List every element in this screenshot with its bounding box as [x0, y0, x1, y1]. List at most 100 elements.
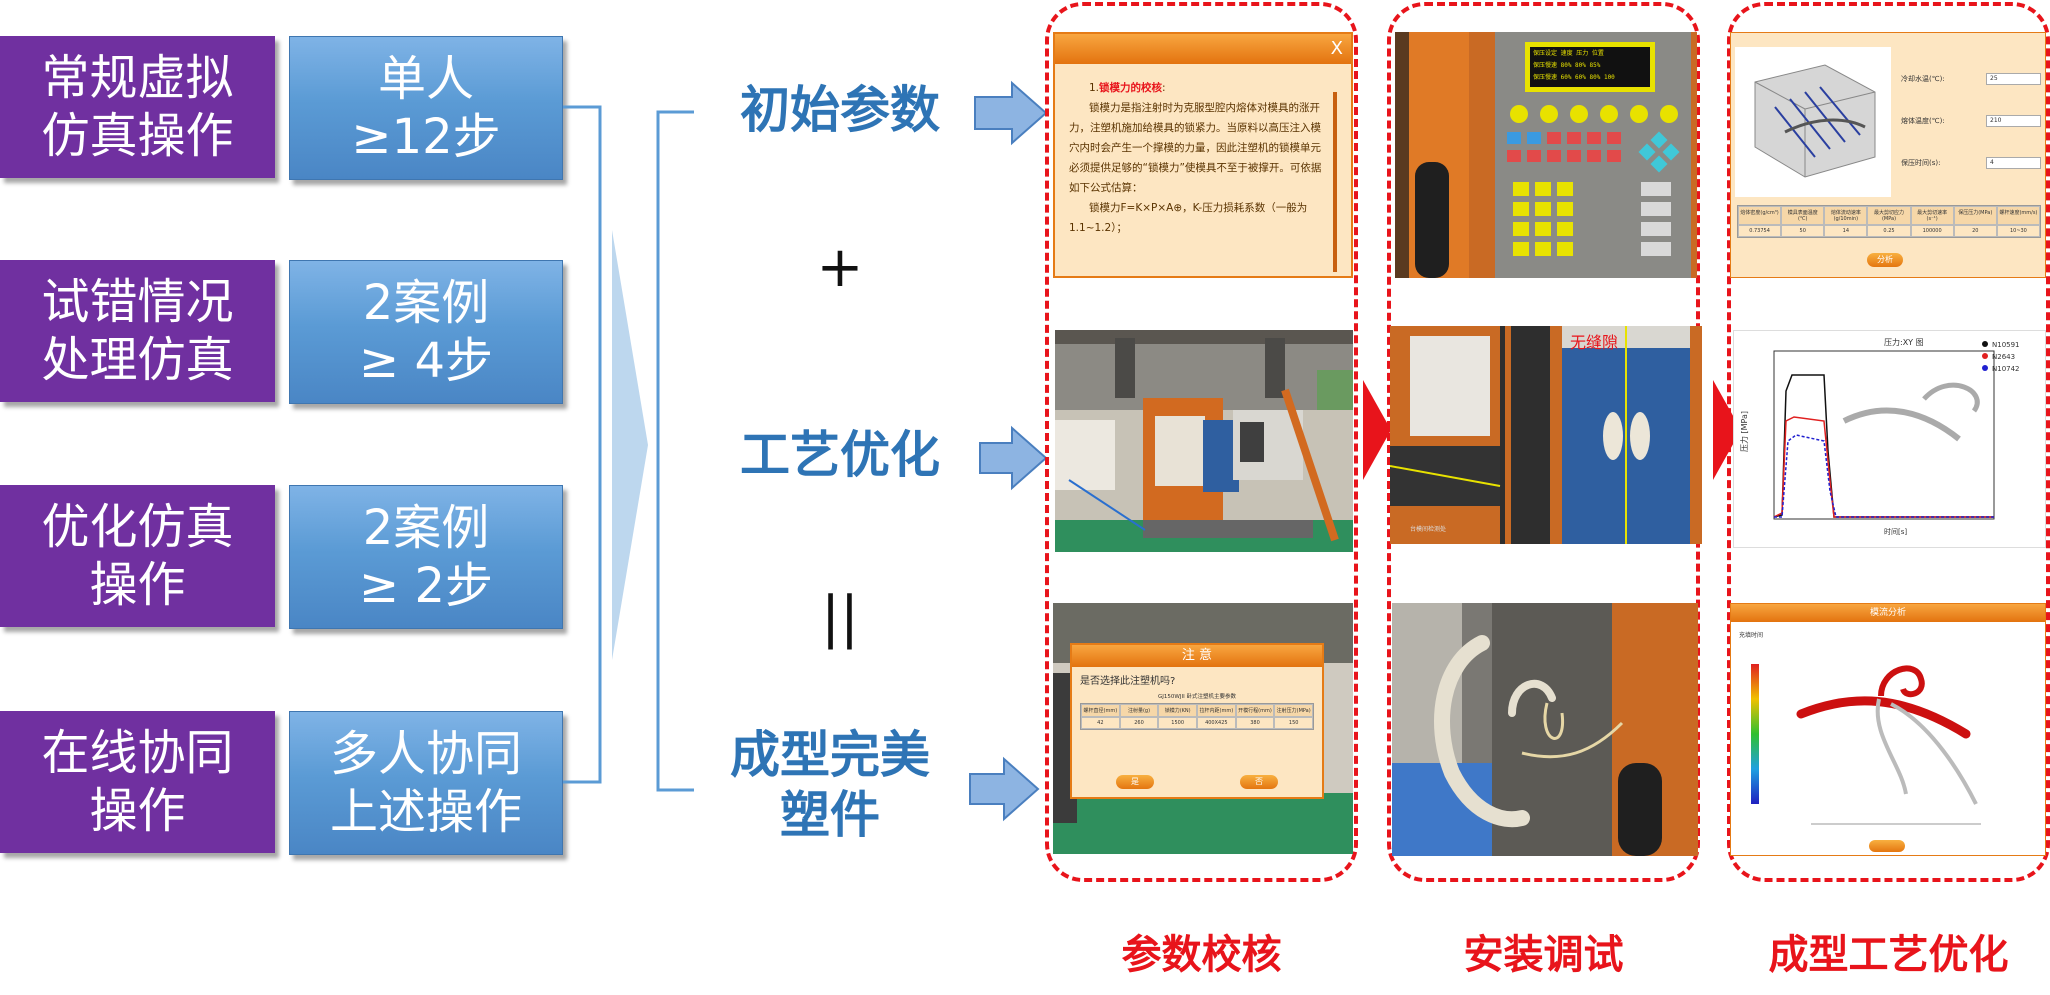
- panel-round-button[interactable]: [1630, 105, 1648, 123]
- gap-label: 无缝隙: [1570, 333, 1619, 352]
- step-process-opt: 工艺优化: [740, 426, 940, 484]
- perfect-line-1: 成型完美: [730, 726, 930, 784]
- body-text: 锁模力是指注射时为克服型腔内熔体对模具的涨开力，注塑机施加给模具的锁紧力。当原料…: [1069, 102, 1322, 194]
- select-dialog-title: 注 意: [1072, 645, 1322, 667]
- table-cell: 150: [1274, 717, 1313, 729]
- param-field-input[interactable]: 210: [1986, 115, 2041, 127]
- legend-label: N10742: [1992, 365, 2020, 373]
- panel-key[interactable]: [1587, 132, 1601, 144]
- panel-num-key[interactable]: [1557, 182, 1573, 196]
- legend-marker: [1982, 353, 1988, 359]
- panel-num-key[interactable]: [1513, 242, 1529, 256]
- scrollbar[interactable]: [1333, 92, 1337, 272]
- param-field-row: 冷却水温(℃):25: [1901, 73, 2041, 85]
- panel-num-key[interactable]: [1513, 182, 1529, 196]
- param-field-input[interactable]: 25: [1986, 73, 2041, 85]
- panel-key[interactable]: [1607, 132, 1621, 144]
- heading-num: 1.: [1089, 82, 1100, 94]
- panel-round-button[interactable]: [1600, 105, 1618, 123]
- screen-mold-gap: 无缝隙 台模间检测处: [1390, 326, 1702, 544]
- param-field-label: 保压时间(s):: [1901, 159, 1941, 167]
- left-connectors: [563, 80, 1048, 822]
- panel-side-key[interactable]: [1641, 202, 1671, 216]
- legend-entry: N10742: [1982, 363, 2020, 375]
- panel-side-key[interactable]: [1641, 182, 1671, 196]
- mode-box-4: 在线协同 操作: [0, 711, 275, 853]
- table-cell: 14: [1824, 225, 1868, 237]
- req-3-line-1: 2案例: [362, 500, 490, 556]
- panel-key[interactable]: [1527, 132, 1541, 144]
- req-3-line-2: ≥ 2步: [358, 558, 494, 614]
- panel-round-button[interactable]: [1510, 105, 1528, 123]
- panel-key[interactable]: [1507, 150, 1521, 162]
- requirement-box-1: 单人 ≥12步: [289, 36, 563, 180]
- mold-box-3d: [1735, 47, 1891, 197]
- mold-scene: [1390, 326, 1702, 544]
- right-bracket: [563, 105, 602, 784]
- panel-side-key[interactable]: [1641, 242, 1671, 256]
- arrow-to-perfect: [969, 756, 1040, 822]
- lcd-line-3: 保压慢速 60% 60% 80% 100: [1533, 74, 1615, 81]
- mode-box-1: 常规虚拟 仿真操作: [0, 36, 275, 178]
- panel-round-button[interactable]: [1570, 105, 1588, 123]
- panel-num-key[interactable]: [1513, 222, 1529, 236]
- panel-num-key[interactable]: [1535, 202, 1551, 216]
- panel-key[interactable]: [1587, 150, 1601, 162]
- heading-colon: :: [1162, 82, 1166, 94]
- table-cell: 400X425: [1197, 717, 1236, 729]
- panel-key[interactable]: [1547, 132, 1561, 144]
- req-4-line-2: 上述操作: [329, 784, 522, 840]
- select-no-button[interactable]: 否: [1240, 775, 1278, 789]
- panel-key[interactable]: [1507, 132, 1521, 144]
- select-question: 是否选择此注塑机吗?: [1080, 676, 1176, 687]
- panel-num-key[interactable]: [1535, 182, 1551, 196]
- pressure-plot: [1773, 350, 1995, 520]
- close-icon[interactable]: X: [1330, 38, 1343, 59]
- mode-1-line-1: 常规虚拟: [41, 50, 234, 106]
- panel-key[interactable]: [1607, 150, 1621, 162]
- heading-text: 锁模力的校核: [1099, 82, 1163, 94]
- param-field-input[interactable]: 4: [1986, 157, 2041, 169]
- table-header-cell: 最大剪切应力(MPa): [1867, 206, 1911, 225]
- panel-num-key[interactable]: [1557, 222, 1573, 236]
- table-cell: 0.73754: [1738, 225, 1782, 237]
- formula-text: 锁模力F=K×P×A⊕，K-压力损耗系数（一般为1.1~1.2）；: [1069, 202, 1308, 234]
- table-header-cell: 开模行程(mm): [1235, 704, 1275, 717]
- lcd-line-1: 保压设定 速度 压力 位置: [1533, 50, 1604, 57]
- requirement-box-4: 多人协同 上述操作: [289, 711, 563, 855]
- caption-molding-opt: 成型工艺优化: [1768, 932, 2009, 978]
- table-cell: 100000: [1910, 225, 1954, 237]
- panel-num-key[interactable]: [1535, 242, 1551, 256]
- panel-num-key[interactable]: [1557, 242, 1573, 256]
- analyze-button[interactable]: 分析: [1867, 253, 1903, 267]
- flow-button[interactable]: [1869, 840, 1905, 852]
- table-header-cell: 螺杆速度(mm/s): [1996, 206, 2040, 225]
- table-cell: 50: [1781, 225, 1825, 237]
- select-table: 螺杆直径(mm)注射量(g)锁模力(KN)拉杆内距(mm)开模行程(mm)注射压…: [1080, 703, 1314, 730]
- mode-4-line-1: 在线协同: [41, 725, 234, 781]
- panel-key[interactable]: [1527, 150, 1541, 162]
- dialog-titlebar: X: [1055, 34, 1351, 64]
- equals-sign: ||: [821, 585, 859, 650]
- table-header-cell: 注射量(g): [1119, 704, 1159, 717]
- caption-param-check: 参数校核: [1121, 932, 1282, 978]
- panel-round-button[interactable]: [1540, 105, 1558, 123]
- panel-num-key[interactable]: [1557, 202, 1573, 216]
- panel-num-key[interactable]: [1535, 222, 1551, 236]
- legend-marker: [1982, 341, 1988, 347]
- pressure-title: 压力:XY 图: [1884, 338, 1924, 347]
- panel-key[interactable]: [1547, 150, 1561, 162]
- panel-key[interactable]: [1567, 132, 1581, 144]
- plus-sign: +: [816, 235, 864, 300]
- panel-side-key[interactable]: [1641, 222, 1671, 236]
- req-1-line-2: ≥12步: [351, 109, 501, 165]
- series-black: [1773, 374, 1994, 518]
- param-field-row: 保压时间(s): 4: [1901, 157, 2041, 169]
- select-yes-button[interactable]: 是: [1116, 775, 1154, 789]
- select-model: GJ150WJII 卧式注塑机主要参数: [1158, 694, 1236, 700]
- panel-num-key[interactable]: [1513, 202, 1529, 216]
- legend-label: N2643: [1992, 353, 2016, 361]
- panel-key[interactable]: [1567, 150, 1581, 162]
- panel-round-button[interactable]: [1660, 105, 1678, 123]
